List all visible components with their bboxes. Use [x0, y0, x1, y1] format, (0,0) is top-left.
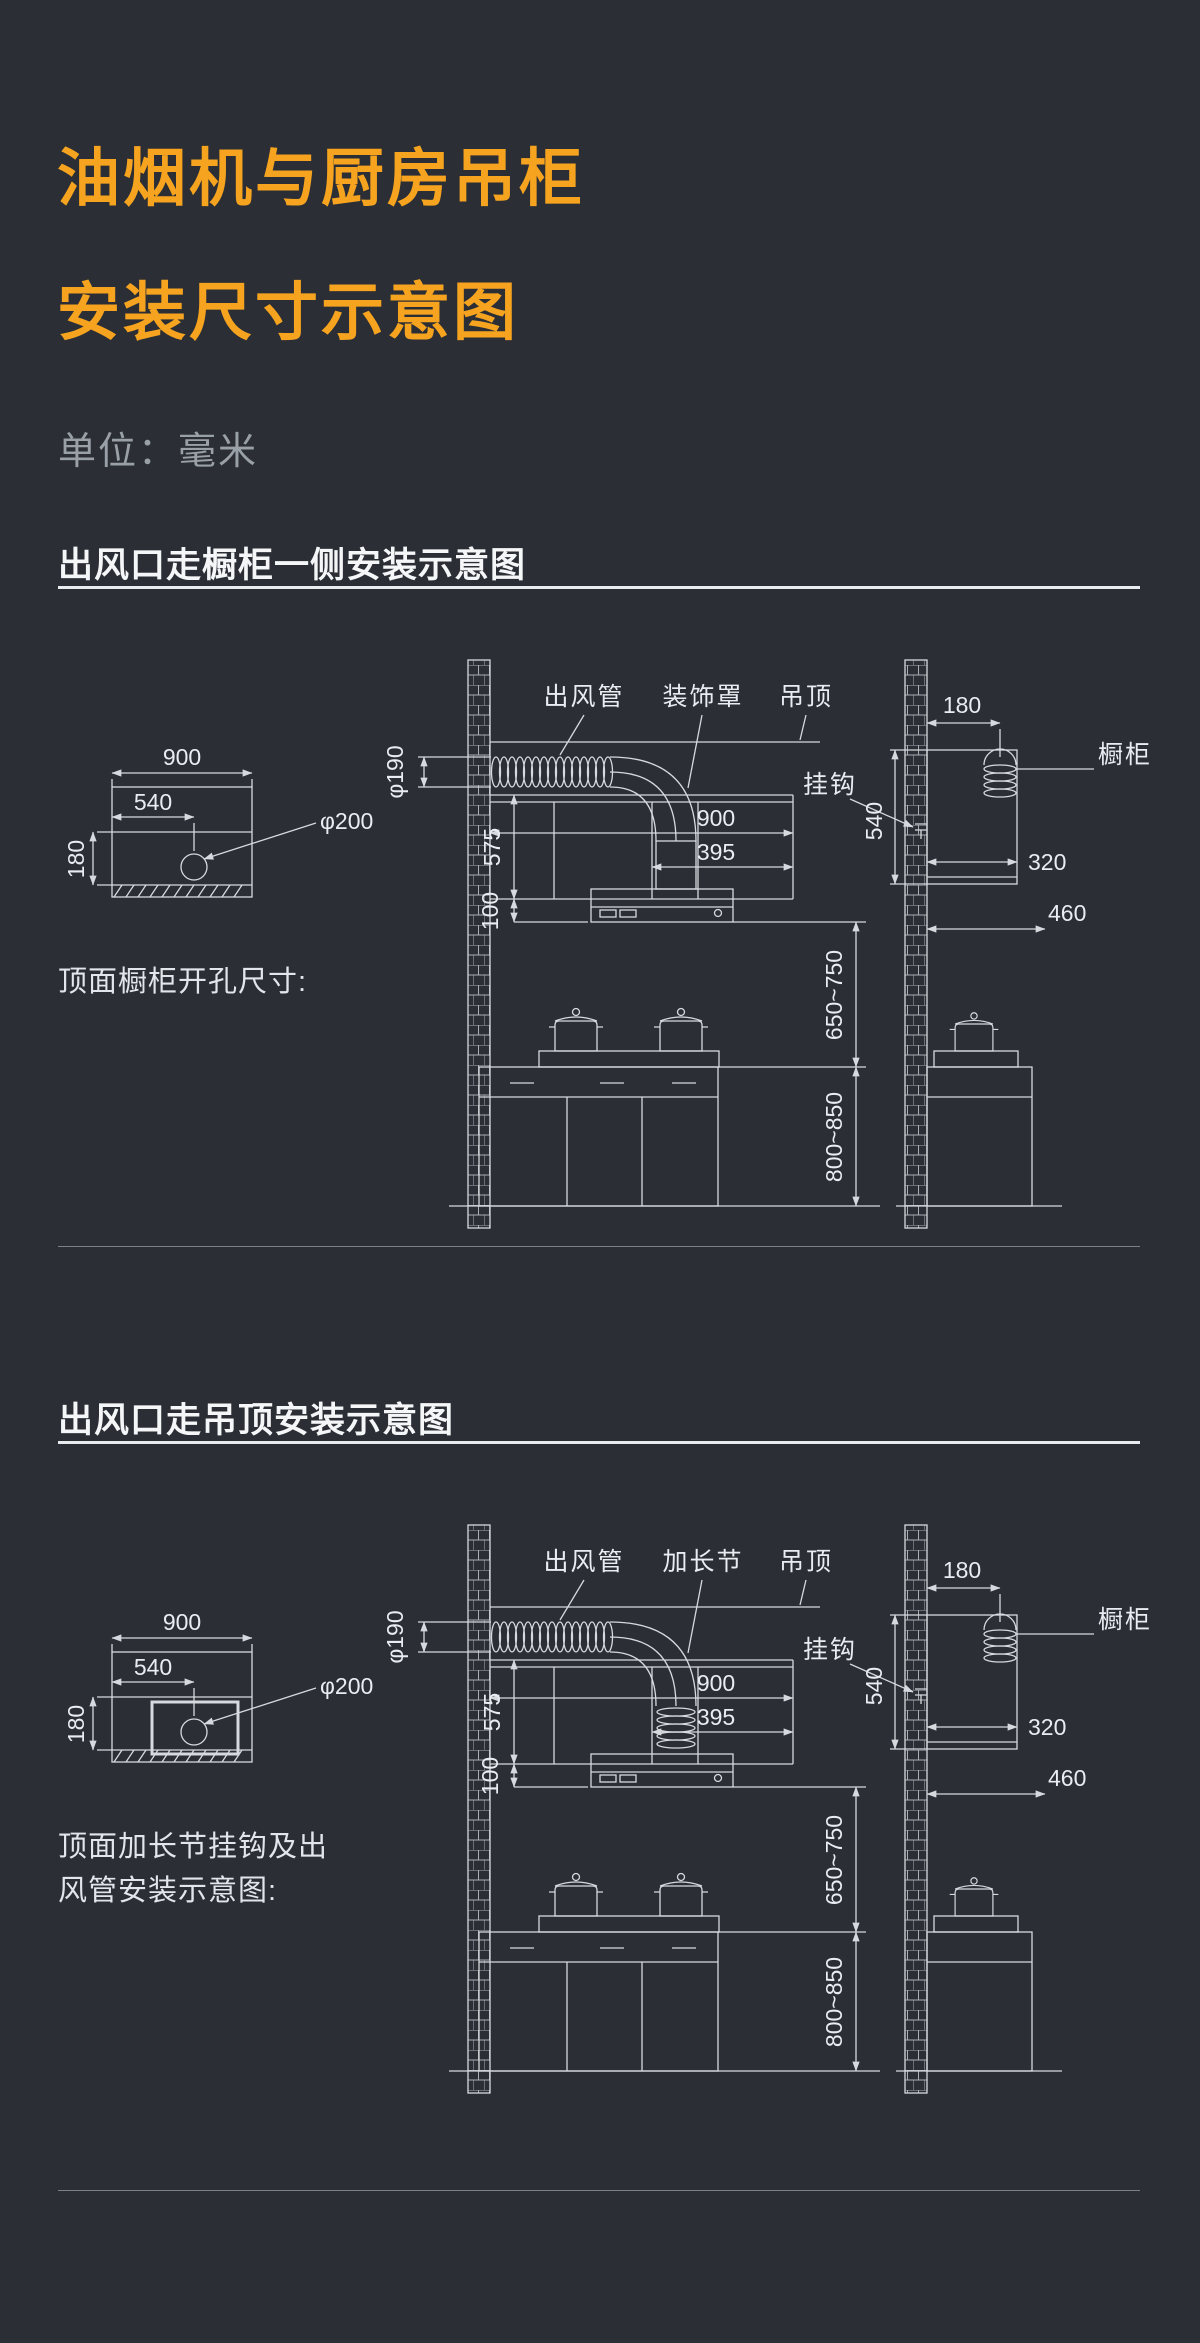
- label-extension: 加长节: [662, 1548, 743, 1576]
- dim-wall-to-duct: 180: [943, 1557, 981, 1583]
- dim-hole-offset: 540: [134, 789, 172, 815]
- unit-label: 单位：毫米: [58, 431, 259, 473]
- divider-1: [58, 1246, 1140, 1247]
- dim-hood-to-cooktop: 650~750: [821, 1815, 847, 1905]
- note-text-line1: 顶面加长节挂钩及出: [58, 1830, 328, 1863]
- dim-hole-diameter: φ200: [320, 808, 373, 834]
- dim-hole-diameter: φ200: [320, 1673, 373, 1699]
- dim-hood-drop: 100: [477, 892, 503, 930]
- dim-hood-to-cooktop: 650~750: [821, 950, 847, 1040]
- dim-hood-height: 575: [479, 828, 505, 866]
- section2-heading: 出风口走吊顶安装示意图: [58, 1401, 455, 1440]
- divider-2: [58, 2190, 1140, 2191]
- dim-counter-clearance: 460: [1048, 1765, 1086, 1791]
- diagram1-texts: 900 540 180 φ200 φ190 出风管 装饰罩 吊顶 900 395…: [58, 683, 1152, 1182]
- section1-heading: 出风口走橱柜一侧安装示意图: [58, 546, 527, 585]
- dim-cover-width: 395: [697, 839, 735, 865]
- cutout-square-opening: [150, 1700, 240, 1756]
- dim-hole-offset: 540: [134, 1654, 172, 1680]
- dim-duct-diameter: φ190: [382, 1610, 408, 1663]
- dim-panel-width: 900: [163, 1609, 201, 1635]
- dim-cabinet-depth: 320: [1028, 849, 1066, 875]
- dim-panel-width: 900: [163, 744, 201, 770]
- dim-cabinet-height: 540: [861, 802, 887, 840]
- label-cover: 装饰罩: [662, 683, 743, 711]
- decorative-cover: [655, 840, 697, 890]
- label-duct: 出风管: [543, 683, 624, 711]
- dim-cabinet-height: 540: [861, 1667, 887, 1705]
- dim-panel-depth: 180: [63, 840, 89, 878]
- dim-cabinet-depth: 320: [1028, 1714, 1066, 1740]
- dim-hood-height: 575: [479, 1693, 505, 1731]
- note-text-line2: 风管安装示意图:: [58, 1874, 277, 1907]
- label-cabinet: 橱柜: [1098, 741, 1152, 769]
- section2-heading-rule: [58, 1441, 1140, 1444]
- page-title-line1: 油烟机与厨房吊柜: [57, 144, 585, 214]
- label-hook: 挂钩: [803, 771, 857, 799]
- dim-counter-height: 800~850: [821, 1957, 847, 2047]
- label-cabinet: 橱柜: [1098, 1606, 1152, 1634]
- label-hook: 挂钩: [803, 1636, 857, 1664]
- dim-wall-to-duct: 180: [943, 692, 981, 718]
- dim-hood-drop: 100: [477, 1757, 503, 1795]
- diagram-duct-through-ceiling: 900 540 180 φ200 φ190 出风管 加长节 吊顶 900 395…: [58, 1510, 1152, 2130]
- dim-cover-width: 395: [697, 1704, 735, 1730]
- diagram2-texts: 900 540 180 φ200 φ190 出风管 加长节 吊顶 900 395…: [58, 1548, 1152, 2047]
- dim-counter-height: 800~850: [821, 1092, 847, 1182]
- diagram-duct-through-cabinet: 900 540 180 φ200 φ190 出风管 装饰罩 吊顶 900 395…: [58, 645, 1152, 1265]
- dim-hood-width: 900: [697, 805, 735, 831]
- dim-counter-clearance: 460: [1048, 900, 1086, 926]
- note-text: 顶面橱柜开孔尺寸:: [58, 965, 307, 998]
- dim-panel-depth: 180: [63, 1705, 89, 1743]
- label-ceiling: 吊顶: [779, 683, 833, 711]
- section1-heading-rule: [58, 586, 1140, 589]
- dim-hood-width: 900: [697, 1670, 735, 1696]
- label-duct: 出风管: [543, 1548, 624, 1576]
- page-title-line2: 安装尺寸示意图: [57, 278, 519, 348]
- extension-duct: [656, 1707, 696, 1749]
- label-ceiling: 吊顶: [779, 1548, 833, 1576]
- dim-duct-diameter: φ190: [382, 745, 408, 798]
